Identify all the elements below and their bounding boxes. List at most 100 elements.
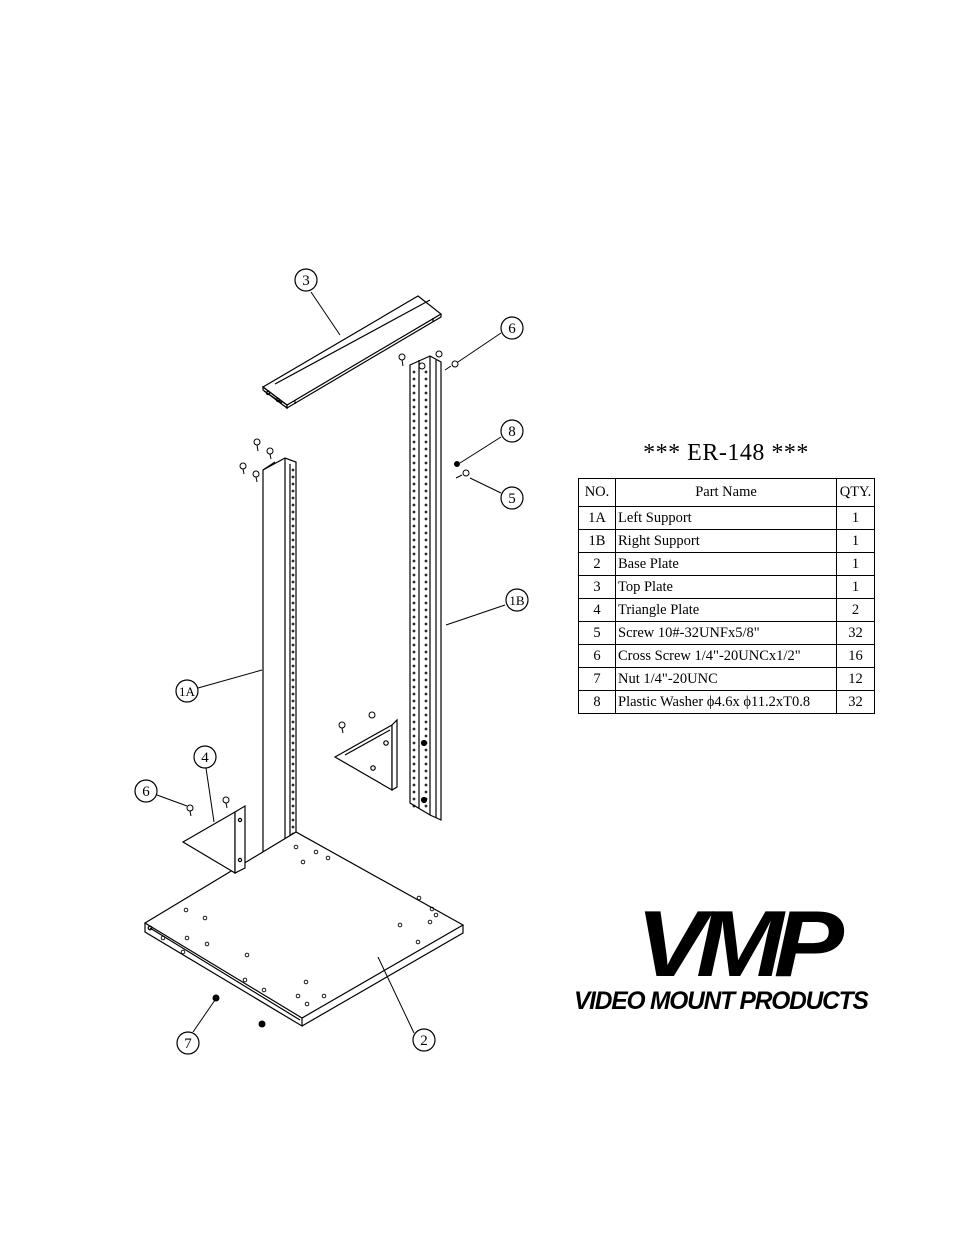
mounting-hole — [424, 664, 428, 668]
mounting-hole — [180, 949, 186, 955]
mounting-hole — [291, 510, 295, 514]
header-part-name: Part Name — [615, 478, 837, 507]
mounting-hole — [424, 552, 428, 556]
mounting-hole — [291, 671, 295, 675]
mounting-hole — [424, 769, 428, 773]
row-part-name: Right Support — [615, 529, 837, 553]
callout-8: 8 — [508, 424, 516, 440]
mounting-hole — [321, 993, 327, 999]
mounting-hole — [412, 475, 416, 479]
leader-lines — [156, 291, 506, 1034]
row-qty: 12 — [836, 667, 875, 691]
row-qty: 1 — [836, 529, 875, 553]
mounting-hole — [424, 566, 428, 570]
mounting-hole — [412, 461, 416, 465]
mounting-hole — [412, 545, 416, 549]
mounting-hole — [412, 601, 416, 605]
mounting-hole — [412, 426, 416, 430]
mounting-hole — [412, 748, 416, 752]
mounting-hole — [412, 713, 416, 717]
mounting-hole — [291, 587, 295, 591]
mounting-hole — [184, 935, 190, 941]
vmp-logo: VMP VIDEO MOUNT PRODUCTS — [574, 897, 874, 1020]
mounting-hole — [412, 370, 416, 374]
mounting-hole — [291, 573, 295, 577]
mounting-hole — [291, 517, 295, 521]
mounting-hole — [424, 391, 428, 395]
mounting-hole — [412, 755, 416, 759]
mounting-hole — [291, 594, 295, 598]
callout-2: 2 — [420, 1033, 428, 1049]
row-no: 1A — [578, 506, 616, 530]
mounting-hole — [412, 412, 416, 416]
triangle-plate-right — [333, 718, 398, 792]
mounting-hole — [424, 461, 428, 465]
mounting-hole — [424, 447, 428, 451]
mounting-hole — [412, 629, 416, 633]
mounting-hole — [412, 391, 416, 395]
mounting-hole — [291, 678, 295, 682]
row-part-name: Nut 1/4"-20UNC — [615, 667, 837, 691]
mounting-hole — [412, 790, 416, 794]
mounting-hole — [291, 468, 295, 472]
row-no: 6 — [578, 644, 616, 668]
mounting-hole — [424, 489, 428, 493]
mounting-hole — [303, 979, 309, 985]
mounting-hole — [291, 601, 295, 605]
row-no: 5 — [578, 621, 616, 645]
mounting-hole — [412, 496, 416, 500]
mounting-hole — [291, 503, 295, 507]
row-no: 1B — [578, 529, 616, 553]
mounting-hole — [412, 657, 416, 661]
mounting-hole — [291, 664, 295, 668]
row-no: 2 — [578, 552, 616, 576]
mounting-hole — [291, 615, 295, 619]
mounting-hole — [429, 906, 435, 912]
mounting-hole — [412, 699, 416, 703]
callout-7: 7 — [184, 1036, 192, 1052]
mounting-hole — [424, 503, 428, 507]
mounting-hole — [291, 734, 295, 738]
mounting-hole — [424, 594, 428, 598]
mounting-hole — [295, 993, 301, 999]
mounting-hole — [424, 713, 428, 717]
mounting-hole — [424, 734, 428, 738]
mounting-hole — [412, 762, 416, 766]
triangle-plate-left — [181, 804, 246, 875]
mounting-hole — [424, 622, 428, 626]
row-qty: 32 — [836, 621, 875, 645]
mounting-hole — [412, 377, 416, 381]
row-part-name: Cross Screw 1/4"-20UNCx1/2" — [615, 644, 837, 668]
mounting-hole — [291, 552, 295, 556]
mounting-hole — [291, 811, 295, 815]
callout-1a: 1A — [179, 684, 196, 699]
mounting-hole — [291, 496, 295, 500]
mounting-hole — [291, 741, 295, 745]
mounting-hole — [412, 783, 416, 787]
row-part-name: Left Support — [615, 506, 837, 530]
mounting-hole — [291, 762, 295, 766]
mounting-hole — [424, 629, 428, 633]
mounting-hole — [412, 741, 416, 745]
mounting-hole — [412, 489, 416, 493]
mounting-hole — [183, 907, 189, 913]
mounting-hole — [412, 384, 416, 388]
mounting-hole — [424, 727, 428, 731]
mounting-hole — [291, 566, 295, 570]
top-plate — [261, 295, 443, 410]
mounting-hole — [424, 398, 428, 402]
mounting-hole — [424, 496, 428, 500]
mounting-hole — [412, 727, 416, 731]
mounting-hole — [412, 517, 416, 521]
mounting-hole — [291, 790, 295, 794]
mounting-hole — [291, 818, 295, 822]
mounting-hole — [416, 895, 422, 901]
mounting-hole — [424, 468, 428, 472]
mounting-hole — [291, 727, 295, 731]
mounting-hole — [424, 692, 428, 696]
mounting-hole — [291, 748, 295, 752]
